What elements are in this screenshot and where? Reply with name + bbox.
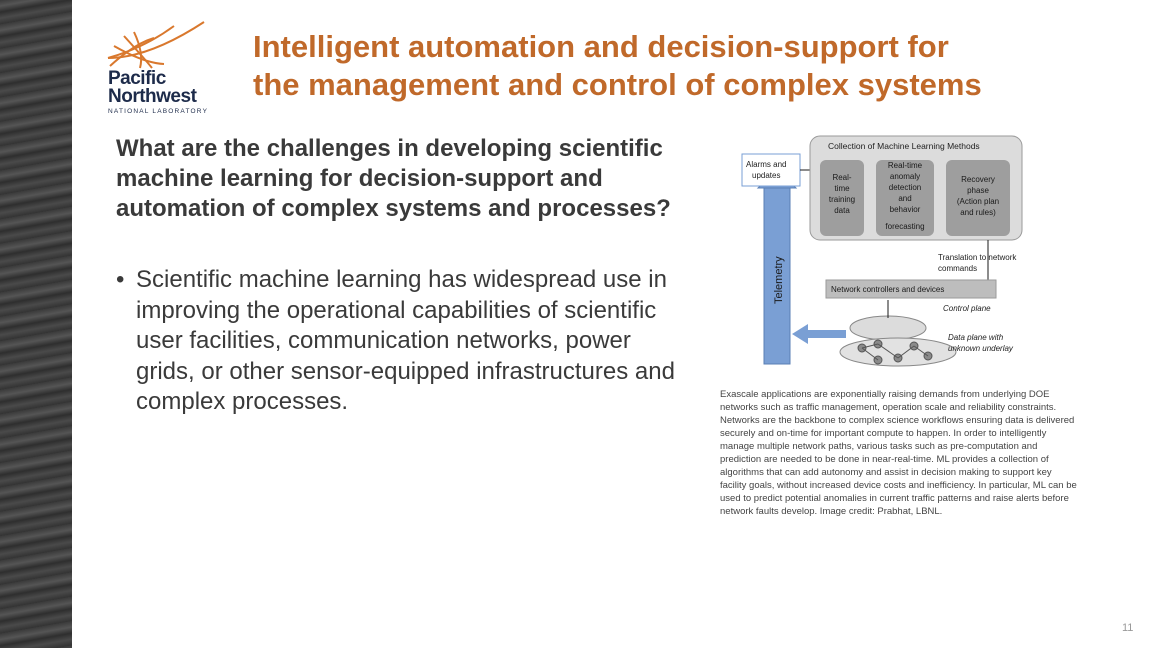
svg-text:detection: detection [889,183,921,192]
alarms-label: Alarms and [746,160,786,169]
svg-text:forecasting: forecasting [885,222,924,231]
bullet-dot-icon: • [116,266,125,293]
logo-subtitle: NATIONAL LABORATORY [108,108,209,115]
svg-text:data: data [834,206,850,215]
svg-text:training: training [829,195,855,204]
svg-text:(Action plan: (Action plan [957,197,999,206]
figure-caption: Exascale applications are exponentially … [720,389,1077,517]
svg-text:Real-: Real- [832,173,851,182]
svg-text:updates: updates [752,171,780,180]
svg-text:and: and [898,194,911,203]
logo-wordmark: Pacific Northwest [108,68,197,107]
title-line-2: the management and control of complex sy… [253,67,982,102]
svg-text:unknown underlay: unknown underlay [948,344,1014,353]
decorative-side-band [0,0,72,648]
svg-text:Real-time: Real-time [888,161,923,170]
svg-text:Recovery: Recovery [961,175,995,184]
svg-text:Data plane with: Data plane with [948,333,1004,342]
svg-text:phase: phase [967,186,989,195]
slide-title: Intelligent automation and decision-supp… [253,28,1133,104]
title-line-1: Intelligent automation and decision-supp… [253,29,949,64]
svg-text:behavior: behavior [890,205,921,214]
svg-text:Translation to network: Translation to network [938,253,1017,262]
controllers-label: Network controllers and devices [831,285,944,294]
svg-text:time: time [834,184,850,193]
control-plane-label: Control plane [943,304,991,313]
controllers-box [825,279,997,299]
page-number: 11 [1122,622,1134,634]
telemetry-label: Telemetry [773,256,785,304]
bullet-item: • Scientific machine learning has widesp… [116,265,676,418]
ml-network-diagram: Telemetry Alarms and updates Collection … [741,135,1023,367]
svg-text:and rules): and rules) [960,208,996,217]
svg-text:commands: commands [938,264,977,273]
question-heading: What are the challenges in developing sc… [116,135,671,222]
bullet-text: Scientific machine learning has widespre… [136,266,675,415]
pnnl-logo-icon [107,21,205,69]
collection-title: Collection of Machine Learning Methods [828,141,980,151]
telemetry-bar [763,183,791,365]
svg-text:anomaly: anomaly [890,172,920,181]
